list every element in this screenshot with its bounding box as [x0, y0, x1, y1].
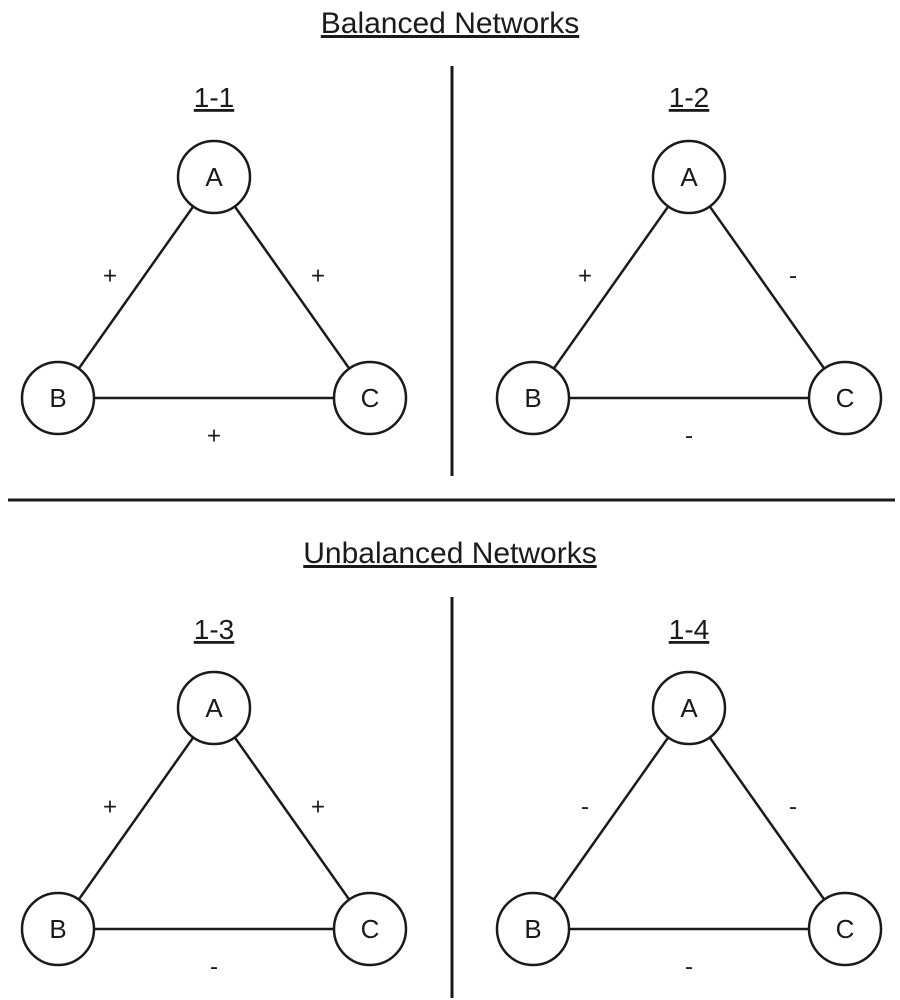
node-1-3-C: C	[332, 891, 408, 967]
node-1-2-A: A	[651, 139, 727, 215]
node-circle-1-1-A	[176, 139, 252, 215]
node-label-1-3-C: C	[361, 914, 380, 944]
network-1-2: + - - A B C	[495, 139, 883, 449]
node-label-1-4-C: C	[836, 914, 855, 944]
node-label-1-3-B: B	[49, 914, 66, 944]
node-label-1-1-B: B	[49, 383, 66, 413]
edge-1-2-A-B	[552, 205, 670, 370]
edge-sign-1-2-A-C: -	[789, 262, 797, 289]
edge-1-4-A-B	[552, 736, 670, 901]
network-1-3: + + - A B C	[20, 670, 408, 980]
node-1-1-A: A	[176, 139, 252, 215]
node-label-1-4-B: B	[524, 914, 541, 944]
balanced-networks-heading: Balanced Networks	[321, 7, 579, 40]
panel-label-1-1: 1-1	[194, 82, 234, 113]
node-circle-1-1-B	[20, 360, 96, 436]
networks-layer: + + + A B C + - - A B C + + - A B C - - - A B C	[20, 139, 883, 980]
node-label-1-3-A: A	[205, 693, 223, 723]
edge-sign-1-4-A-C: -	[789, 793, 797, 820]
edge-sign-1-2-A-B: +	[578, 262, 592, 289]
edge-1-1-A-C	[233, 205, 351, 370]
node-1-3-B: B	[20, 891, 96, 967]
node-1-2-C: C	[807, 360, 883, 436]
node-circle-1-4-C	[807, 891, 883, 967]
node-1-4-C: C	[807, 891, 883, 967]
edge-sign-1-3-B-C: -	[210, 953, 218, 980]
node-label-1-4-A: A	[680, 693, 698, 723]
panel-label-1-2: 1-2	[669, 82, 709, 113]
node-circle-1-4-A	[651, 670, 727, 746]
edge-sign-1-3-A-B: +	[103, 793, 117, 820]
edge-1-2-A-C	[708, 205, 826, 370]
panel-label-1-3: 1-3	[194, 614, 234, 645]
node-label-1-2-A: A	[680, 162, 698, 192]
edge-sign-1-1-B-C: +	[207, 422, 221, 449]
node-circle-1-2-A	[651, 139, 727, 215]
edge-1-4-A-C	[708, 736, 826, 901]
network-1-1: + + + A B C	[20, 139, 408, 449]
edge-sign-1-3-A-C: +	[311, 793, 325, 820]
node-circle-1-3-A	[176, 670, 252, 746]
edge-1-1-A-B	[77, 205, 195, 370]
node-circle-1-2-C	[807, 360, 883, 436]
edge-sign-1-1-A-B: +	[103, 262, 117, 289]
node-1-4-B: B	[495, 891, 571, 967]
unbalanced-networks-heading: Unbalanced Networks	[303, 537, 596, 570]
panel-label-1-4: 1-4	[669, 614, 709, 645]
node-1-3-A: A	[176, 670, 252, 746]
edge-sign-1-2-B-C: -	[685, 422, 693, 449]
node-1-2-B: B	[495, 360, 571, 436]
node-circle-1-1-C	[332, 360, 408, 436]
node-label-1-2-C: C	[836, 383, 855, 413]
node-1-1-B: B	[20, 360, 96, 436]
network-1-4: - - - A B C	[495, 670, 883, 980]
edge-1-3-A-B	[77, 736, 195, 901]
node-label-1-1-A: A	[205, 162, 223, 192]
node-label-1-2-B: B	[524, 383, 541, 413]
node-label-1-1-C: C	[361, 383, 380, 413]
node-circle-1-2-B	[495, 360, 571, 436]
node-1-4-A: A	[651, 670, 727, 746]
node-circle-1-4-B	[495, 891, 571, 967]
edge-sign-1-4-B-C: -	[685, 953, 693, 980]
edge-sign-1-1-A-C: +	[311, 262, 325, 289]
node-1-1-C: C	[332, 360, 408, 436]
node-circle-1-3-C	[332, 891, 408, 967]
edge-1-3-A-C	[233, 736, 351, 901]
node-circle-1-3-B	[20, 891, 96, 967]
edge-sign-1-4-A-B: -	[581, 793, 589, 820]
